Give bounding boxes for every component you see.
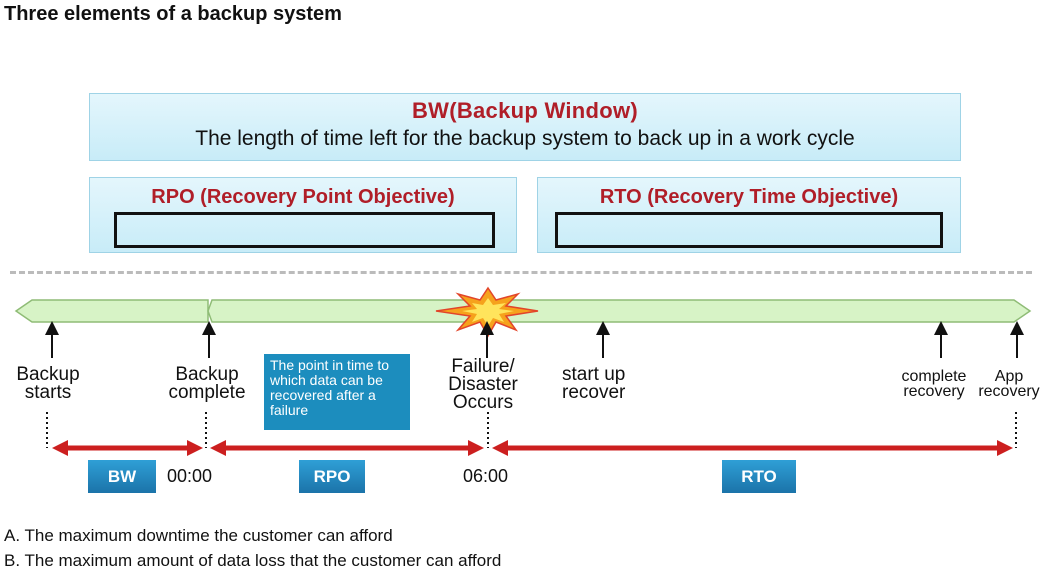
label-line: Failure/: [451, 356, 515, 377]
timeline-bar-left: [14, 299, 209, 323]
label-line: recover: [562, 382, 626, 403]
bw-span-arrow: [52, 440, 203, 456]
rpo-callout: The point in time to which data can be r…: [264, 354, 410, 430]
rto-tag: RTO: [722, 460, 796, 493]
bw-heading: BW(Backup Window): [411, 98, 639, 123]
label-line: Backup: [175, 364, 239, 385]
label-line: App: [994, 368, 1024, 385]
rpo-span-arrow: [210, 440, 484, 456]
rpo-panel: RPO (Recovery Point Objective): [89, 177, 517, 253]
rto-heading: RTO (Recovery Time Objective): [599, 186, 899, 208]
rto-answer-box[interactable]: [555, 212, 943, 248]
option-a: A. The maximum downtime the customer can…: [4, 526, 393, 545]
label-line: complete: [168, 382, 246, 403]
section-divider: [10, 271, 1032, 274]
label-app-recovery: App recovery: [974, 368, 1044, 400]
label-start-up-recover: start up recover: [562, 364, 646, 403]
label-line: Backup: [16, 364, 80, 385]
label-backup-starts: Backup starts: [6, 364, 90, 403]
bw-description: The length of time left for the backup s…: [195, 127, 855, 150]
label-line: recovery: [903, 383, 965, 400]
label-line: start up: [562, 364, 626, 385]
timeline-bar-right: [207, 299, 1032, 323]
bw-tag: BW: [88, 460, 156, 493]
label-failure: Failure/ Disaster Occurs: [436, 356, 530, 413]
time-0600: 06:00: [463, 466, 509, 486]
rpo-answer-box[interactable]: [114, 212, 495, 248]
label-line: Disaster: [448, 374, 518, 395]
page-title: Three elements of a backup system: [4, 3, 342, 25]
label-line: Occurs: [452, 392, 514, 413]
rpo-heading: RPO (Recovery Point Objective): [151, 186, 455, 208]
label-line: starts: [24, 382, 72, 403]
time-0000: 00:00: [167, 466, 213, 486]
label-complete-recovery: complete recovery: [893, 368, 975, 400]
bw-panel: BW(Backup Window) The length of time lef…: [89, 93, 961, 161]
label-backup-complete: Backup complete: [160, 364, 254, 403]
rto-span-arrow: [492, 440, 1013, 456]
rto-panel: RTO (Recovery Time Objective): [537, 177, 961, 253]
option-b: B. The maximum amount of data loss that …: [4, 551, 502, 570]
rpo-tag: RPO: [299, 460, 365, 493]
label-line: complete: [901, 368, 967, 385]
label-line: recovery: [978, 383, 1040, 400]
